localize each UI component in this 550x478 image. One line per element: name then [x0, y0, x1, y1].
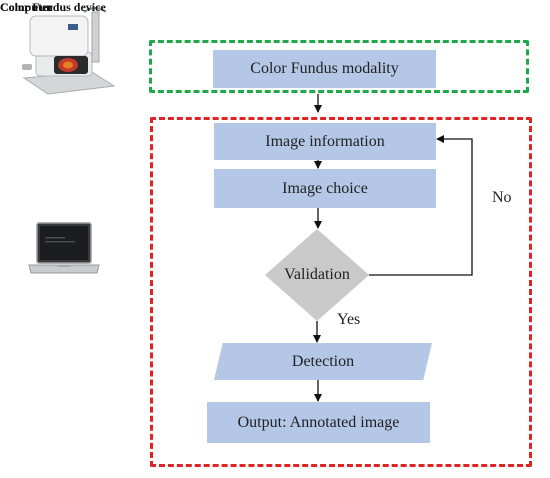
- yes-edge-label: Yes: [337, 311, 361, 328]
- image-choice-box: Image choice: [214, 169, 436, 208]
- image-information-box: Image information: [214, 123, 436, 160]
- validation-label: Validation: [284, 266, 350, 283]
- laptop-image: [28, 222, 100, 274]
- device-label: Color Fundus device: [0, 0, 106, 14]
- no-edge-label: No: [492, 189, 512, 206]
- acquisition-group: [149, 40, 529, 93]
- output-box: Output: Annotated image: [207, 402, 430, 443]
- arrow-no-loop: [369, 135, 473, 276]
- detection-parallelogram: [214, 343, 432, 380]
- computer-label: Computer: [0, 0, 53, 14]
- detection-label: Detection: [291, 352, 355, 370]
- fundus-camera-image: [22, 7, 116, 95]
- modality-box: Color Fundus modality: [213, 50, 436, 88]
- processing-group: [150, 117, 532, 467]
